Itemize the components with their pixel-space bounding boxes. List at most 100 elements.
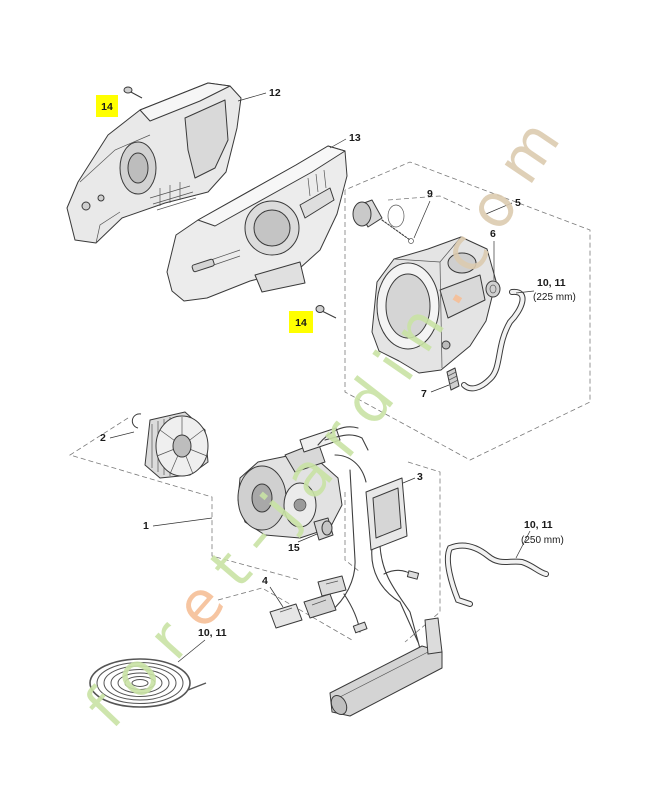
leader-1 — [152, 517, 213, 527]
callout-15: 15 — [288, 542, 300, 554]
fan-blades — [156, 417, 208, 475]
callout-10-11-right: 10, 11 — [524, 519, 553, 531]
cable-225-core — [462, 289, 525, 391]
housing-cover-boss-left — [81, 201, 91, 211]
motor-housing-ring-inner — [385, 273, 431, 339]
wire-connector-1 — [352, 621, 368, 634]
guard-cover-top-face — [197, 145, 346, 227]
part-9-bracket — [387, 195, 471, 211]
callout-2: 2 — [100, 432, 106, 444]
motor-housing-boss — [447, 252, 477, 274]
callout-5: 5 — [515, 197, 521, 209]
callout-12: 12 — [269, 87, 281, 99]
handle-tube — [329, 617, 443, 717]
callout-10-11-right-length: (250 mm) — [521, 535, 564, 546]
part-12-housing-cover — [66, 82, 242, 244]
part-3-control-board — [365, 477, 408, 551]
part-9-wire — [381, 219, 411, 241]
leader-7 — [430, 384, 450, 393]
motor-front-hub — [251, 483, 273, 513]
callout-10-11-upper: 10, 11 — [537, 277, 566, 289]
coil-loop-3 — [103, 665, 177, 701]
coil-loop-2 — [96, 662, 184, 704]
callout-14-lower-highlight — [289, 311, 313, 333]
coil-loop-6 — [124, 676, 156, 690]
part-14-screw-upper — [123, 86, 143, 99]
lower-group-boundary-left — [69, 417, 301, 581]
leader-10-11-coil — [177, 639, 206, 663]
handle-tube-body — [329, 645, 443, 717]
part-7-threads — [447, 371, 459, 385]
housing-cover-edge — [79, 134, 151, 244]
motor-housing-screw-hole — [441, 340, 451, 350]
control-board-panel — [372, 487, 402, 539]
callout-7: 7 — [421, 388, 427, 400]
part-7-body — [446, 367, 460, 391]
coil-loop-4 — [110, 669, 170, 697]
part-10-11-coiled-cable — [89, 658, 207, 708]
guard-cover-bottom-flap — [254, 261, 306, 293]
wire-motor-up-2 — [324, 434, 369, 451]
callout-1: 1 — [143, 520, 149, 532]
coil-tail — [187, 682, 207, 691]
guard-cover-bearing-inner — [253, 209, 291, 247]
part-7-plug — [446, 367, 460, 391]
part-10-11-cable-225 — [461, 288, 526, 392]
callout-13: 13 — [349, 132, 361, 144]
upper-group-boundary — [344, 161, 591, 461]
part-4-switches — [269, 575, 347, 629]
callout-4: 4 — [262, 575, 268, 587]
guard-cover-tab — [299, 187, 335, 219]
screw-upper-head — [123, 86, 133, 94]
motor-housing-edges — [393, 236, 462, 369]
part-9-wire-end — [408, 238, 414, 244]
motor-housing-side-block — [439, 274, 486, 319]
coil-loop-5 — [117, 672, 163, 694]
part-9-cap — [352, 201, 372, 227]
callout-14-lower: 14 — [295, 317, 307, 329]
switch-1 — [269, 603, 303, 629]
wire-board-down-2 — [379, 545, 423, 657]
callout-14-upper-highlight — [96, 95, 118, 117]
leader-13 — [329, 138, 347, 149]
leader-10-11-right — [515, 530, 531, 559]
coil-loop-1 — [89, 658, 191, 708]
housing-cover-top-rim — [139, 82, 231, 122]
wire-board-down-1 — [371, 547, 419, 643]
part-9-o-ring — [387, 204, 405, 228]
leader-10-11-upper — [515, 290, 535, 294]
coil-loop-7 — [131, 679, 149, 687]
part-6-cap — [485, 280, 501, 298]
part-9-assembly — [352, 199, 414, 244]
group-boundary-lines — [69, 161, 591, 643]
part-5-motor-housing — [371, 236, 497, 374]
part-6-inner — [489, 284, 497, 294]
guard-cover-badge — [191, 258, 215, 273]
housing-cover-boss-right — [97, 194, 105, 202]
wire-motor-board — [334, 454, 367, 483]
guard-cover-ribs — [204, 169, 327, 269]
handle-tube-end — [330, 695, 348, 715]
housing-cover-ribs — [149, 182, 197, 211]
switch-3 — [317, 575, 347, 597]
lower-group-boundary-right — [404, 461, 441, 643]
callout-3: 3 — [417, 471, 423, 483]
part-13-guard-cover — [166, 145, 348, 302]
callout-14-upper: 14 — [101, 101, 113, 113]
leader-5 — [485, 202, 513, 215]
part-15-face — [321, 520, 333, 536]
part-1-motor — [237, 427, 343, 539]
leader-9 — [413, 200, 431, 239]
fan-clip — [131, 413, 142, 429]
screw-lower-head — [315, 305, 325, 313]
callout-9: 9 — [427, 188, 433, 200]
handle-tube-riser — [424, 617, 443, 655]
callout-10-11-upper-length: (225 mm) — [533, 292, 576, 303]
housing-cover-opening-ring — [127, 152, 149, 184]
callout-10-11-coil: 10, 11 — [198, 627, 227, 639]
leader-2 — [109, 431, 135, 439]
part-15-bushing — [313, 517, 334, 541]
fan-hub — [172, 434, 192, 458]
